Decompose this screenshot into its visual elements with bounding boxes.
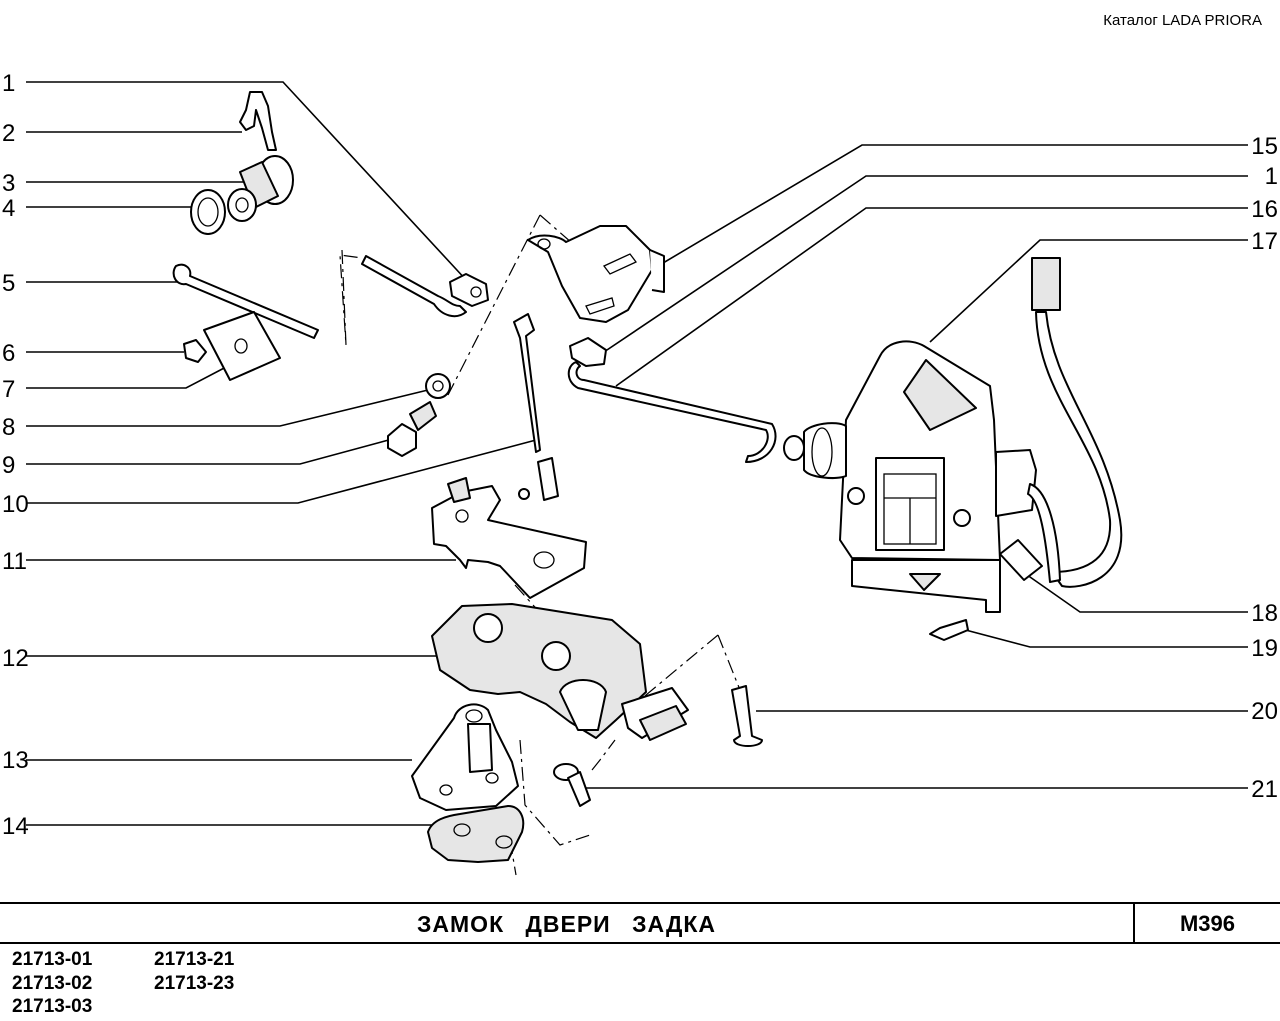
rod-clip — [449, 273, 489, 307]
rod-clip-right — [569, 337, 607, 367]
callout-15: 15 — [1251, 133, 1278, 160]
leader-lines — [26, 81, 1248, 826]
drawing-title: ЗАМОК ДВЕРИ ЗАДКА — [417, 911, 716, 937]
axis-screw-21 — [591, 739, 616, 771]
link-rod — [513, 313, 559, 501]
callout-21: 21 — [1251, 776, 1278, 803]
screw-21 — [553, 763, 591, 807]
callout-1-right: 1 — [1265, 163, 1278, 190]
spring-clip — [239, 91, 277, 151]
leader-9 — [26, 437, 397, 465]
drawing-code: М396 — [1133, 904, 1280, 944]
callouts-left: 1 2 3 4 5 6 7 8 9 10 11 12 13 14 — [2, 70, 29, 840]
wire-clip — [999, 539, 1043, 581]
callout-20: 20 — [1251, 698, 1278, 725]
leader-7 — [26, 365, 229, 389]
callout-11: 11 — [2, 548, 27, 575]
toothed-washer — [425, 373, 451, 399]
leader-17 — [929, 239, 1248, 343]
callout-5: 5 — [2, 270, 15, 297]
long-rod — [567, 361, 777, 463]
model-code: 21713-02 — [12, 973, 93, 994]
lock-actuator — [783, 340, 1037, 613]
leader-18 — [1019, 569, 1248, 613]
callout-13: 13 — [2, 747, 29, 774]
callout-4: 4 — [2, 195, 15, 222]
leader-1 — [26, 81, 469, 283]
callout-7: 7 — [2, 376, 15, 403]
callout-12: 12 — [2, 645, 29, 672]
bolt — [387, 401, 437, 457]
model-code: 21713-21 — [154, 949, 235, 970]
gasket-plate — [203, 311, 281, 381]
striker — [411, 703, 519, 811]
leader-19 — [957, 627, 1248, 648]
lock-cylinder — [227, 155, 294, 222]
axis-screw-20 — [717, 634, 741, 691]
axis-rod-break — [339, 249, 363, 346]
callout-2: 2 — [2, 120, 15, 147]
catalog-label: Каталог LADA PRIORA — [1103, 12, 1262, 29]
mounting-bracket — [527, 225, 665, 323]
callout-14: 14 — [2, 813, 29, 840]
callout-6: 6 — [2, 340, 15, 367]
leader-10 — [26, 439, 537, 504]
callout-3: 3 — [2, 170, 15, 197]
model-code: 21713-23 — [154, 973, 235, 994]
callout-16: 16 — [1251, 196, 1278, 223]
callout-9: 9 — [2, 452, 15, 479]
lock-rod — [172, 255, 467, 339]
actuator-wire — [1027, 257, 1123, 588]
callout-17: 17 — [1251, 228, 1278, 255]
model-code: 21713-03 — [12, 996, 93, 1017]
seal-ring — [190, 189, 226, 235]
leader-16 — [615, 207, 1248, 387]
lever-plate — [431, 477, 587, 599]
model-list: 21713-01 21713-21 21713-02 21713-23 2171… — [12, 949, 312, 1019]
lock-body — [431, 603, 689, 741]
axis-connector — [639, 634, 719, 701]
leader-1b — [597, 175, 1248, 357]
leader-15 — [657, 144, 1248, 267]
leader-8 — [26, 389, 429, 427]
model-code: 21713-01 — [12, 949, 93, 970]
axis-bracket-top — [539, 214, 581, 251]
callout-10: 10 — [2, 491, 29, 518]
axis-bracket-washer — [447, 214, 541, 396]
axis-striker — [519, 739, 591, 846]
callout-19: 19 — [1251, 635, 1278, 662]
callout-8: 8 — [2, 414, 15, 441]
screw-20 — [731, 685, 763, 747]
callouts-right: 15 1 16 17 18 19 20 21 — [1251, 133, 1278, 803]
title-bar: ЗАМОК ДВЕРИ ЗАДКА М396 — [0, 902, 1280, 944]
small-clip — [183, 339, 207, 363]
callout-18: 18 — [1251, 600, 1278, 627]
callout-1: 1 — [2, 70, 15, 97]
screw-19 — [929, 619, 969, 641]
striker-gasket — [427, 805, 525, 863]
exploded-parts-diagram: 1 2 3 4 5 6 7 8 9 10 11 12 13 14 15 1 16… — [2, 70, 1278, 876]
